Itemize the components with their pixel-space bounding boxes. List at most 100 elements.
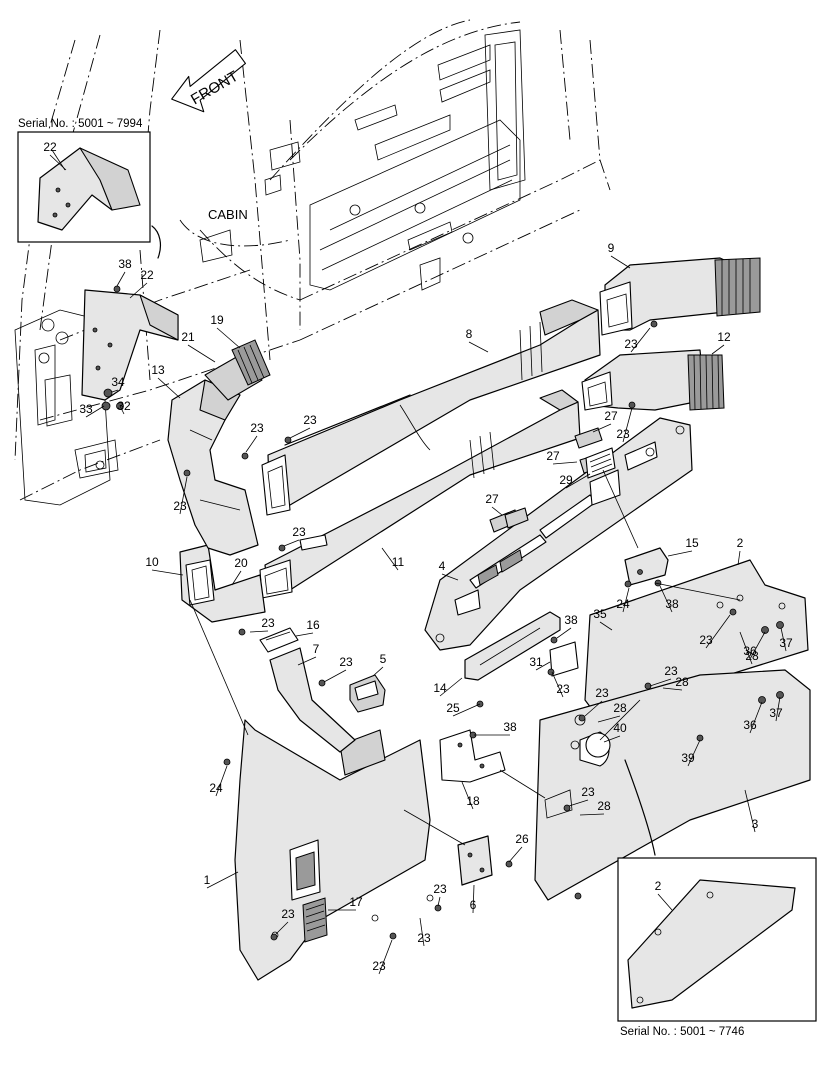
callout-24: 24 <box>209 781 223 795</box>
callout-leader-c20 <box>231 570 242 586</box>
callout-leader-c37a <box>780 627 787 652</box>
duct-7 <box>269 647 356 753</box>
callout-40: 40 <box>613 721 627 735</box>
callout-leader-c23c <box>289 427 311 439</box>
callout-17: 17 <box>349 895 363 909</box>
callout-33: 33 <box>79 402 93 416</box>
callout-leader-c24a <box>622 587 630 613</box>
callout-23: 23 <box>595 686 609 700</box>
callout-leader-c23i <box>323 669 347 683</box>
callout-35: 35 <box>593 607 607 621</box>
plate-6 <box>457 835 493 886</box>
bracket-31 <box>549 641 579 677</box>
duct-9-bellows <box>714 257 761 317</box>
callout-leader-c34 <box>111 389 119 393</box>
callout-leader-c18 <box>461 781 474 810</box>
callout-leader-c6 <box>472 884 475 914</box>
callout-34: 34 <box>111 375 125 389</box>
callout-37: 37 <box>769 706 783 720</box>
callout-23: 23 <box>372 959 386 973</box>
callout-leader-c14 <box>439 677 463 697</box>
callout-7: 7 <box>313 642 320 656</box>
callout-leader-c35 <box>599 621 613 631</box>
callout-leader-c27a <box>592 423 612 433</box>
callout-28: 28 <box>597 799 611 813</box>
callout-leader-c23b <box>245 435 258 453</box>
callout-23: 23 <box>250 421 264 435</box>
callout-leader-c23h <box>249 630 269 633</box>
callout-20: 20 <box>234 556 248 570</box>
vent-16 <box>259 627 299 653</box>
callout-39: 39 <box>681 751 695 765</box>
callout-leader-c26 <box>508 846 523 863</box>
callout-23: 23 <box>339 655 353 669</box>
callout-leader-c24b <box>215 765 228 797</box>
callout-leader-c23q <box>378 939 393 975</box>
seal-21-19 <box>204 339 271 401</box>
callout-leader-c28b <box>662 687 683 691</box>
callout-leader-c2b <box>657 893 673 911</box>
callout-leader-c38c <box>556 627 572 639</box>
callout-leader-c28d <box>579 813 605 816</box>
callout-10: 10 <box>145 555 159 569</box>
cabin-label: CABIN <box>208 207 248 222</box>
front-direction-arrow: FRONT <box>171 49 246 113</box>
callout-28: 28 <box>613 701 627 715</box>
callout-leader-c33 <box>85 405 105 418</box>
callout-37: 37 <box>779 636 793 650</box>
callout-13: 13 <box>151 363 165 377</box>
serial-label-top: Serial No. : 5001 ~ 7994 <box>18 118 143 130</box>
callout-27: 27 <box>485 492 499 506</box>
callout-3: 3 <box>752 817 759 831</box>
vent-17 <box>302 897 328 943</box>
callout-leader-c10 <box>151 569 184 576</box>
duct-10-20 <box>179 544 266 623</box>
callout-leader-c7 <box>297 656 317 666</box>
duct-8 <box>261 299 601 516</box>
callout-leader-c23d <box>630 327 651 353</box>
callout-leader-c23f <box>283 539 300 547</box>
callout-12: 12 <box>717 330 731 344</box>
fasteners-36-37 <box>758 621 784 704</box>
callout-1: 1 <box>204 873 211 887</box>
grille-29 <box>585 447 616 479</box>
callout-18: 18 <box>466 794 480 808</box>
callout-23: 23 <box>664 664 678 678</box>
panel-1 <box>234 719 434 981</box>
callout-2: 2 <box>655 879 662 893</box>
callout-9: 9 <box>608 241 615 255</box>
callout-38: 38 <box>503 720 517 734</box>
callout-leader-c36a <box>749 631 766 660</box>
callout-leader-c4 <box>441 573 459 581</box>
duct-11 <box>259 389 581 599</box>
callout-leader-c19 <box>216 327 241 349</box>
callout-23: 23 <box>581 785 595 799</box>
panel-3 <box>534 669 811 901</box>
duct-12 <box>581 349 725 411</box>
callout-25: 25 <box>446 701 460 715</box>
callout-leader-c25 <box>452 703 481 717</box>
callout-27: 27 <box>546 449 560 463</box>
callout-leader-c23k <box>649 678 672 687</box>
callout-leader-c38b <box>659 585 673 613</box>
bracket-22 <box>81 289 179 401</box>
callout-leader-c13 <box>157 377 181 399</box>
callout-leader-c23o <box>437 896 441 907</box>
callout-6: 6 <box>470 898 477 912</box>
callout-4: 4 <box>439 559 446 573</box>
callout-23: 23 <box>433 882 447 896</box>
callout-23: 23 <box>556 682 570 696</box>
callout-16: 16 <box>306 618 320 632</box>
duct-9 <box>599 257 761 336</box>
callout-leader-c27b <box>552 461 578 465</box>
callout-leader-c23j <box>551 671 564 698</box>
callout-38: 38 <box>564 613 578 627</box>
callout-leader-c23p <box>419 917 425 947</box>
callout-leader-c38a <box>116 271 126 287</box>
callout-23: 23 <box>173 499 187 513</box>
callout-leader-c23n <box>275 921 289 935</box>
callout-leader-c8 <box>468 341 489 353</box>
callout-22: 22 <box>43 140 57 154</box>
callout-leader-c23a <box>179 476 188 515</box>
